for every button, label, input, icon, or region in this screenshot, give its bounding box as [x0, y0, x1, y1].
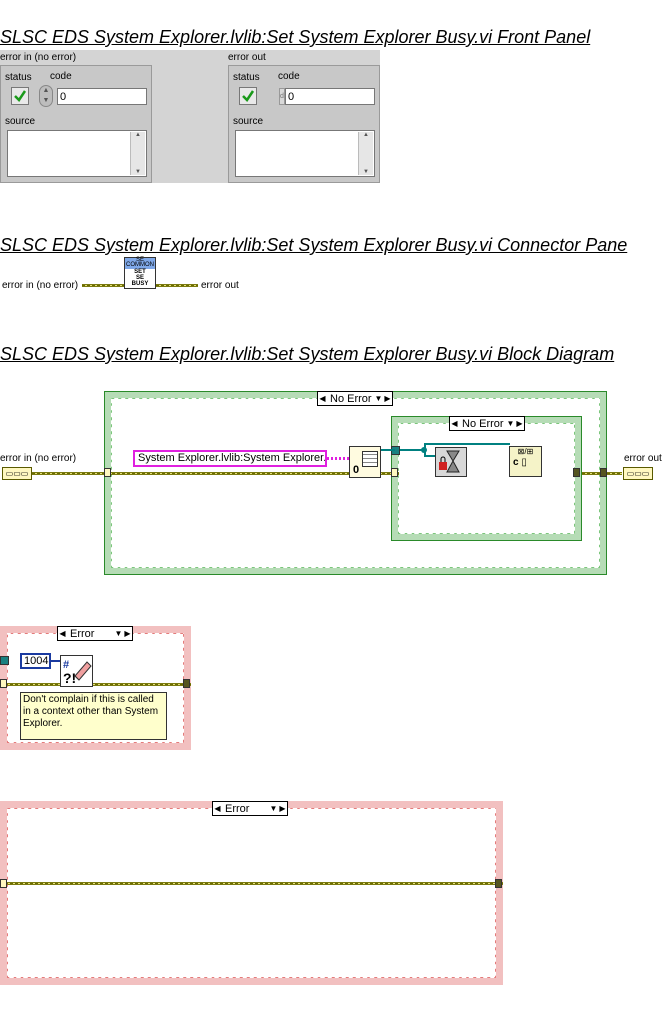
error-in-cluster: status code ▲▼ 0 source ▲ ▼ — [0, 65, 152, 183]
error-in-source-label: source — [5, 116, 36, 127]
ref-wire-top — [424, 443, 510, 445]
error-out-cluster: status code d 0 source ▲ ▼ — [228, 65, 380, 183]
next-case-icon[interactable]: ▶ — [516, 419, 523, 428]
error-case-left-tunnel — [0, 679, 7, 688]
error-case-right-tunnel — [183, 679, 190, 688]
error-out-code-field: 0 — [285, 88, 375, 105]
outer-error-case-structure — [0, 801, 503, 985]
error-in-code-label: code — [50, 71, 72, 82]
case-dropdown-icon[interactable]: ▼ — [114, 629, 123, 638]
prev-case-icon[interactable]: ◀ — [214, 804, 221, 813]
hourglass-lock-icon — [439, 450, 460, 473]
error-in-terminal: ▭▭▭ — [2, 467, 32, 480]
error-in-status-label: status — [5, 72, 32, 83]
connector-pane-heading: SLSC EDS System Explorer.lvlib:Set Syste… — [0, 235, 628, 255]
bd-error-out-label: error out — [624, 453, 662, 464]
vi-reference-icon — [362, 451, 378, 467]
connector-error-out-wire — [156, 284, 198, 287]
error-out-label: error out — [228, 52, 266, 63]
vi-path-string-constant[interactable]: System Explorer.lvlib:System Explorer.vi — [133, 450, 327, 467]
front-panel-heading: SLSC EDS System Explorer.lvlib:Set Syste… — [0, 27, 591, 47]
error-out-status-indicator — [239, 87, 257, 105]
outer-case-selector[interactable]: ◀ No Error ▼ ▶ — [317, 391, 393, 406]
error-wire — [0, 683, 191, 686]
code-increment-decrement-icon[interactable]: ▲▼ — [39, 85, 53, 107]
error-code-constant[interactable]: 1004 — [20, 653, 51, 669]
ref-tunnel — [0, 656, 9, 665]
prev-case-icon[interactable]: ◀ — [319, 394, 326, 403]
open-vi-reference-node[interactable]: 0 — [349, 446, 381, 478]
close-reference-node[interactable]: ⊠/⊞ c ▯ — [509, 446, 542, 477]
connector-error-in-label: error in (no error) — [2, 280, 79, 291]
error-in-status-checkbox[interactable] — [11, 87, 29, 105]
outer-error-case-left-tunnel — [0, 879, 7, 888]
source-scrollbar[interactable]: ▲ ▼ — [130, 132, 145, 175]
ref-wire-lower — [424, 455, 436, 457]
inner-case-structure — [391, 416, 582, 541]
outer-case-right-tunnel — [600, 468, 607, 477]
case-dropdown-icon[interactable]: ▼ — [374, 394, 383, 403]
inner-case-left-tunnel — [391, 468, 398, 477]
string-wire — [327, 457, 349, 460]
inner-case-right-tunnel — [573, 468, 580, 477]
set-busy-node[interactable] — [435, 447, 467, 477]
svg-text:?!: ?! — [63, 670, 76, 686]
inner-case-selector[interactable]: ◀ No Error ▼ ▶ — [449, 416, 525, 431]
clear-error-eraser-icon: # ?! — [63, 659, 92, 686]
error-out-status-label: status — [233, 72, 260, 83]
error-in-code-field[interactable]: 0 — [57, 88, 147, 105]
outer-case-left-tunnel — [104, 468, 111, 477]
case-dropdown-icon[interactable]: ▼ — [269, 804, 278, 813]
open-ref-options-constant: 0 — [353, 464, 360, 476]
inner-error-case-selector[interactable]: ◀ Error ▼ ▶ — [57, 626, 133, 641]
svg-text:#: # — [63, 659, 69, 671]
wire-junction — [421, 447, 427, 453]
connector-error-out-label: error out — [201, 280, 239, 291]
comment-label: Don't complain if this is called in a co… — [20, 692, 167, 740]
ref-wire — [381, 449, 395, 451]
checkmark-icon — [242, 90, 255, 102]
front-panel: error in (no error) status code ▲▼ 0 sou… — [0, 50, 380, 183]
checkmark-icon — [14, 90, 27, 102]
error-wire — [0, 882, 503, 885]
error-out-code-label: code — [278, 71, 300, 82]
ref-wire-inner — [400, 449, 425, 451]
prev-case-icon[interactable]: ◀ — [59, 629, 66, 638]
error-code-wire — [51, 660, 61, 662]
next-case-icon[interactable]: ▶ — [384, 394, 391, 403]
outer-error-case-selector[interactable]: ◀ Error ▼ ▶ — [212, 801, 288, 816]
case-dropdown-icon[interactable]: ▼ — [506, 419, 515, 428]
outer-error-case-right-tunnel — [495, 879, 502, 888]
error-out-source-field: ▲ ▼ — [235, 130, 375, 177]
next-case-icon[interactable]: ▶ — [279, 804, 286, 813]
block-diagram-heading: SLSC EDS System Explorer.lvlib:Set Syste… — [0, 344, 615, 364]
source-scrollbar[interactable]: ▲ ▼ — [358, 132, 373, 175]
error-out-terminal: ▭▭▭ — [623, 467, 653, 480]
error-wire — [32, 472, 622, 475]
clear-errors-node[interactable]: # ?! — [60, 655, 93, 687]
code-radix-icon: d — [279, 88, 285, 105]
error-out-source-label: source — [233, 116, 264, 127]
error-in-source-field[interactable]: ▲ ▼ — [7, 130, 147, 177]
next-case-icon[interactable]: ▶ — [124, 629, 131, 638]
error-in-label: error in (no error) — [0, 52, 77, 63]
bd-error-in-label: error in (no error) — [0, 453, 77, 464]
connector-error-in-wire — [82, 284, 124, 287]
prev-case-icon[interactable]: ◀ — [451, 419, 458, 428]
